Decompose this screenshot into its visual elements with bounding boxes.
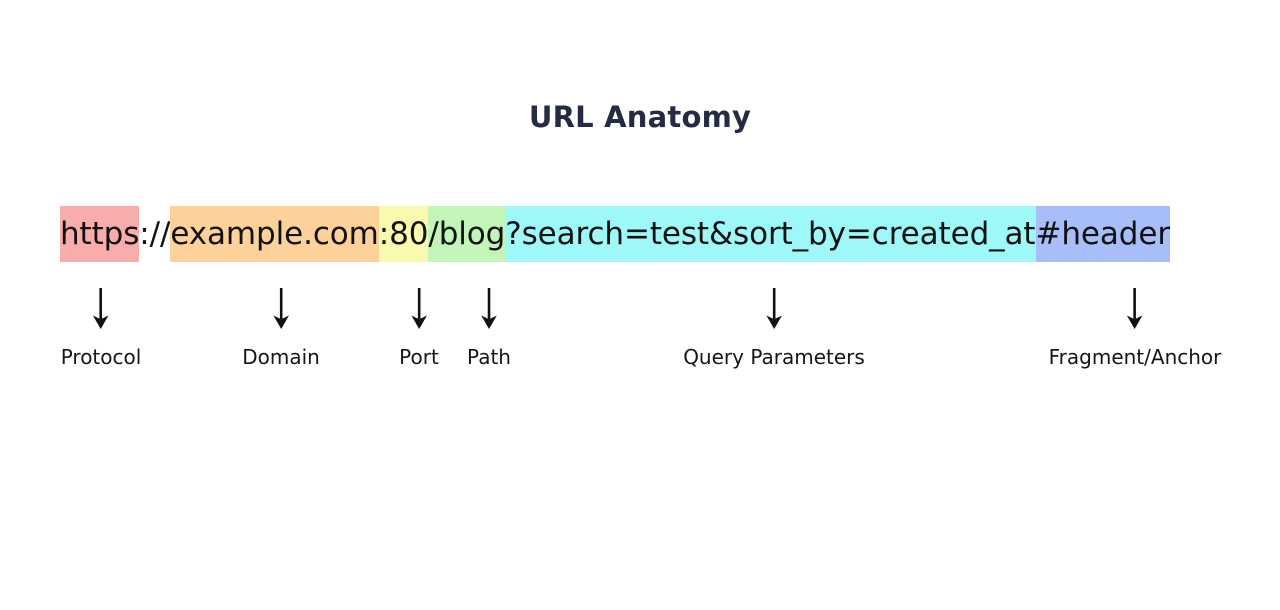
url-segment-port: :80 <box>378 206 428 262</box>
arrow-down-icon <box>406 286 432 332</box>
marker-fragment-anchor: Fragment/Anchor <box>1048 286 1222 370</box>
url-segment-path: /blog <box>428 206 505 262</box>
url-segment-fragment: #header <box>1035 206 1170 262</box>
url-segment-domain: example.com <box>170 206 379 262</box>
marker-domain: Domain <box>242 286 320 370</box>
marker-label: Fragment/Anchor <box>1048 345 1222 369</box>
marker-query-parameters: Query Parameters <box>683 286 865 370</box>
marker-label: Domain <box>242 345 320 369</box>
arrow-down-icon <box>1122 286 1148 332</box>
url-segment-protocol: https <box>60 206 139 262</box>
url-segment-query: ?search=test&sort_by=created_at <box>505 206 1036 262</box>
arrow-down-icon <box>268 286 294 332</box>
url-string: https://example.com:80/blog?search=test&… <box>60 206 1170 262</box>
arrow-down-icon <box>761 286 787 332</box>
marker-port: Port <box>399 286 439 370</box>
marker-path: Path <box>467 286 511 370</box>
arrow-down-icon <box>476 286 502 332</box>
marker-label: Protocol <box>60 345 142 369</box>
url-segment-separator: :// <box>139 216 171 252</box>
page-title: URL Anatomy <box>528 100 752 134</box>
marker-label: Path <box>467 345 511 369</box>
marker-label: Query Parameters <box>683 345 865 369</box>
marker-protocol: Protocol <box>60 286 142 370</box>
marker-label: Port <box>399 345 439 369</box>
arrow-down-icon <box>88 286 114 332</box>
